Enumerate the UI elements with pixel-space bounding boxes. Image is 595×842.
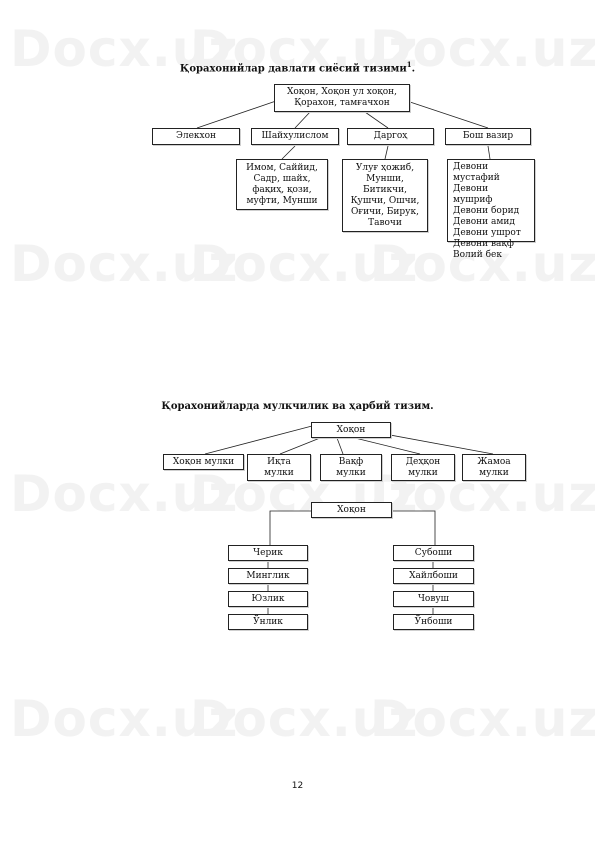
- d2-army-khaylboshi: Хайлбоши: [393, 568, 474, 584]
- d1-detail-dargoh: Улуғ ҳожиб, Мунши, Битикчи, Қушчи, Ошчи,…: [342, 159, 428, 232]
- footnote-marker: 1: [406, 60, 412, 69]
- d1-root-box: Хоқон, Хоқон ул хоқон, Қорахон, тамғачхо…: [274, 84, 410, 112]
- d2-army-unlik: Ўнлик: [228, 614, 308, 630]
- watermark: Docx.uz: [10, 465, 239, 523]
- watermark: Docx.uz: [10, 20, 239, 78]
- watermark: Docx.uz: [190, 690, 419, 748]
- d2-root2-box: Хоқон: [311, 502, 392, 518]
- watermark: Docx.uz: [10, 235, 239, 293]
- d1-branch-bosh-vazir: Бош вазир: [445, 128, 531, 145]
- page-number: 12: [291, 781, 304, 791]
- d1-detail-bosh-vazir: Девони мустафий Девони мушриф Девони бор…: [447, 159, 535, 260]
- d2-army-cherik: Черик: [228, 545, 308, 561]
- d2-property-vaqf: Вақф мулки: [320, 454, 382, 481]
- watermark: Docx.uz: [190, 20, 419, 78]
- d2-property-khoqon: Хоқон мулки: [163, 454, 244, 470]
- watermark: Docx.uz: [10, 690, 239, 748]
- diagram2-title: Қорахонийларда мулкчилик ва ҳарбий тизим…: [161, 401, 434, 412]
- d2-root-box: Хоқон: [311, 422, 391, 438]
- d2-property-dehqon: Деҳқон мулки: [391, 454, 455, 481]
- d1-root-label: Хоқон, Хоқон ул хоқон, Қорахон, тамғачхо…: [286, 87, 398, 108]
- watermark: Docx.uz: [370, 20, 595, 78]
- d2-army-minglik: Минглик: [228, 568, 308, 584]
- d2-property-jamoa: Жамоа мулки: [462, 454, 526, 481]
- d2-property-iqta: Иқта мулки: [247, 454, 311, 481]
- d1-branch-elekhon: Элекхон: [152, 128, 240, 145]
- d2-army-unboshi: Ўнбоши: [393, 614, 474, 630]
- watermark: Docx.uz: [370, 690, 595, 748]
- diagram1-title: Қорахонийлар давлати сиёсий тизими1.: [179, 60, 416, 75]
- d1-branch-dargoh: Даргоҳ: [347, 128, 434, 145]
- d2-army-yuzlik: Юзлик: [228, 591, 308, 607]
- d2-army-suboshi: Субоши: [393, 545, 474, 561]
- d1-branch-shaykhulislom: Шайхулислом: [251, 128, 339, 145]
- d2-army-chovush: Човуш: [393, 591, 474, 607]
- watermark: Docx.uz: [190, 235, 419, 293]
- watermark: Docx.uz: [370, 235, 595, 293]
- d1-detail-shaykhulislom: Имом, Саййид, Садр, шайх, фақиҳ, қози, м…: [236, 159, 328, 210]
